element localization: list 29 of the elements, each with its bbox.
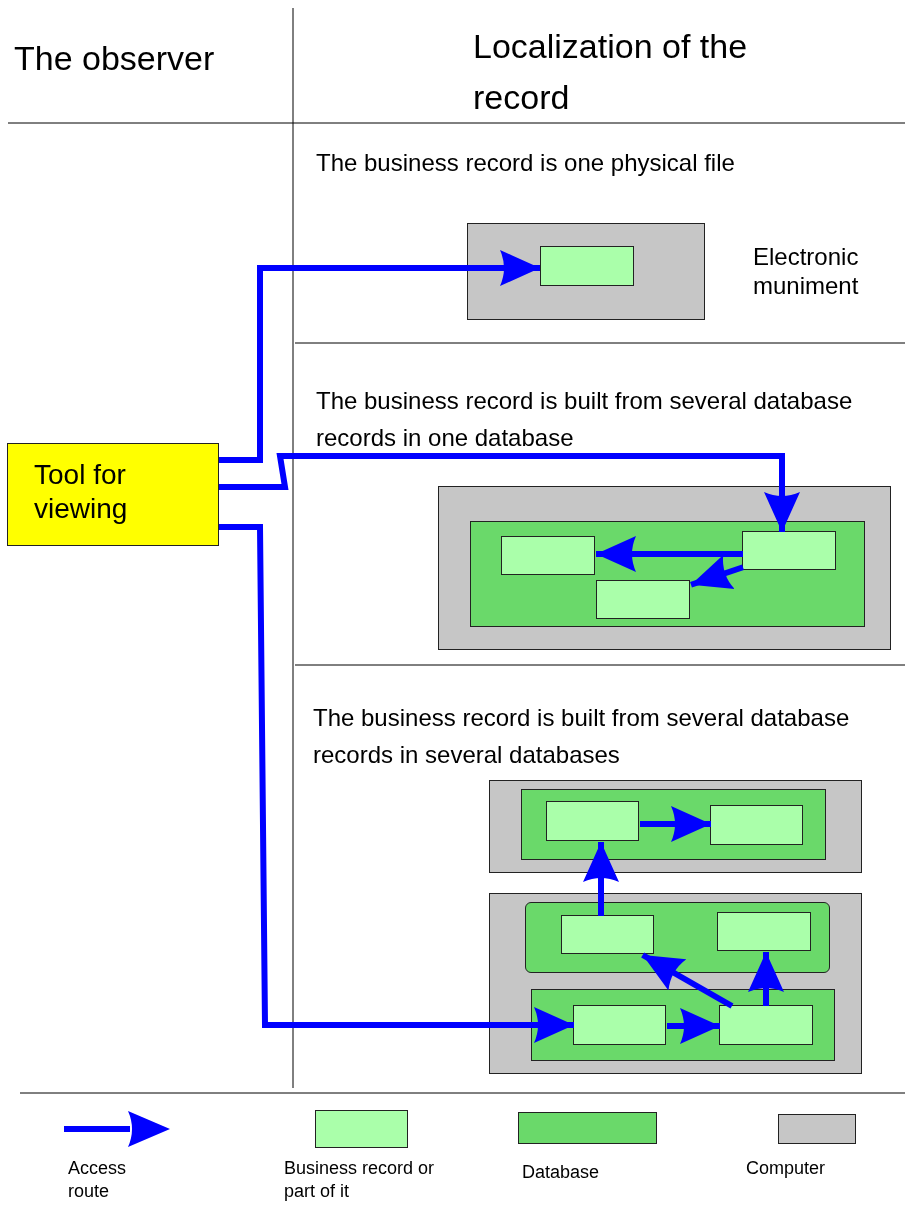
record-box bbox=[719, 1005, 813, 1045]
record-box bbox=[539, 245, 634, 286]
computer-box bbox=[489, 780, 862, 873]
node-caption: Electronic muniment bbox=[753, 243, 860, 301]
record-box bbox=[742, 531, 836, 570]
record-box bbox=[546, 801, 639, 841]
record-box bbox=[573, 1005, 666, 1045]
database-box bbox=[520, 788, 826, 860]
record-box bbox=[596, 580, 690, 619]
section-heading: The business record is built from several database records in several databases bbox=[313, 703, 851, 771]
legend-label: Database bbox=[522, 1161, 601, 1184]
section-heading: The business record is one physical file bbox=[316, 148, 736, 178]
record-box bbox=[717, 912, 811, 951]
legend-label: Access route bbox=[68, 1157, 128, 1204]
section-heading: The business record is built from several database records in one database bbox=[316, 386, 854, 454]
database-box bbox=[524, 901, 830, 973]
database-box bbox=[530, 988, 835, 1061]
database-box bbox=[469, 520, 865, 627]
computer-box bbox=[467, 223, 705, 320]
column-header: The observer bbox=[14, 38, 216, 79]
record-box bbox=[710, 805, 803, 845]
computer-box bbox=[489, 893, 862, 1074]
legend-label: Computer bbox=[746, 1157, 827, 1180]
record-box bbox=[501, 536, 595, 575]
computer-box bbox=[438, 486, 891, 650]
legend-label: Business record or part of it bbox=[284, 1157, 436, 1204]
viewing-tool-box: Tool for viewing bbox=[7, 443, 219, 546]
record-box bbox=[561, 915, 654, 954]
column-header: Localization of the record bbox=[473, 26, 749, 118]
